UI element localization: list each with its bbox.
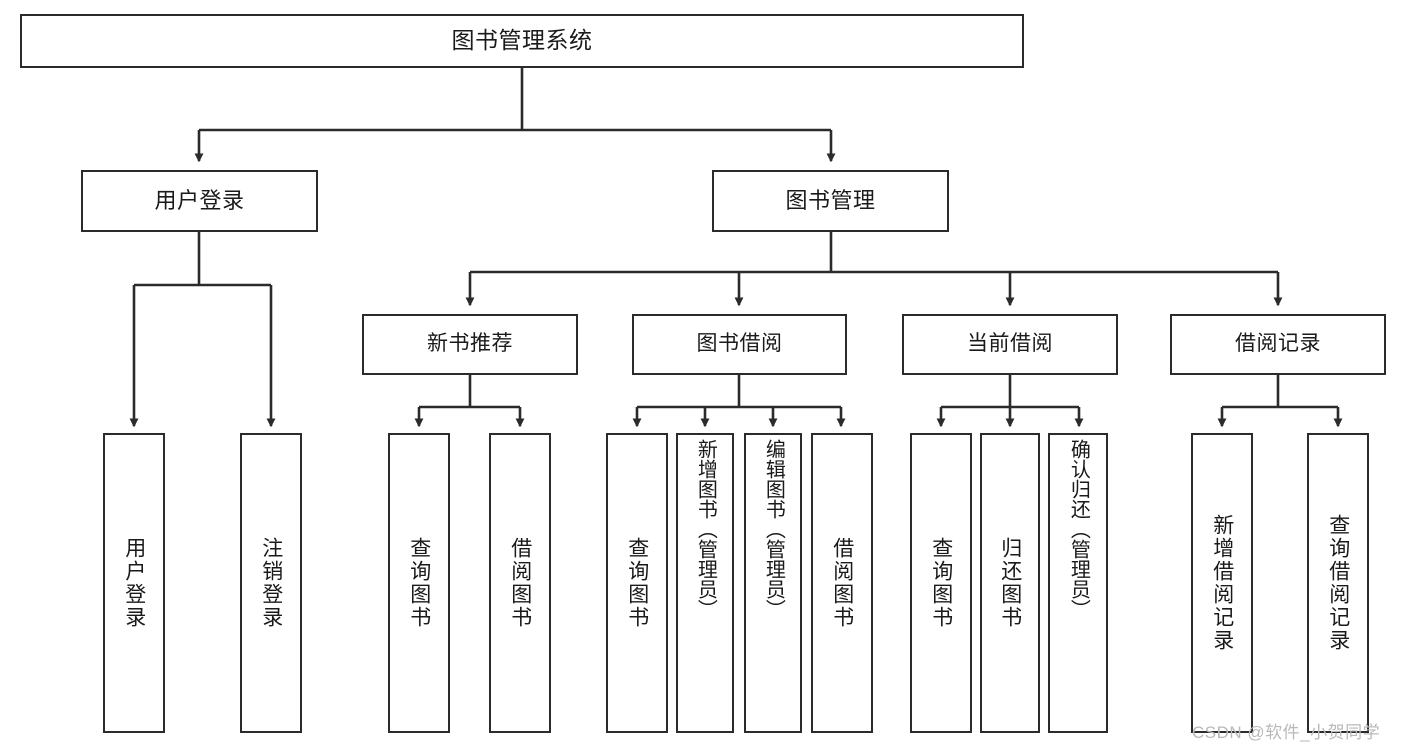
node-label: 新增借阅记录	[1210, 514, 1234, 652]
node-label: 借阅图书	[508, 537, 532, 629]
node-leaf-add-borrow-record[interactable]: 新增借阅记录	[1191, 433, 1253, 733]
node-label: 用户登录	[122, 537, 146, 629]
node-label: 图书管理系统	[451, 27, 593, 54]
node-leaf-borrow-book[interactable]: 借阅图书	[811, 433, 873, 733]
node-user-login[interactable]: 用户登录	[81, 170, 318, 232]
node-new-book-recommend[interactable]: 新书推荐	[362, 314, 578, 375]
node-leaf-query-book-borrow[interactable]: 查询图书	[606, 433, 668, 733]
node-label: 编辑图书（管理员）	[762, 439, 785, 619]
node-leaf-borrow-book-newbook[interactable]: 借阅图书	[489, 433, 551, 733]
node-label: 新书推荐	[427, 332, 513, 356]
node-leaf-query-book-current[interactable]: 查询图书	[910, 433, 972, 733]
node-leaf-edit-book-admin[interactable]: 编辑图书（管理员）	[744, 433, 802, 733]
node-label: 查询借阅记录	[1326, 514, 1350, 652]
node-label: 确认归还（管理员）	[1067, 439, 1090, 619]
node-label: 图书借阅	[696, 332, 783, 356]
node-label: 当前借阅	[967, 332, 1053, 356]
node-leaf-query-borrow-record[interactable]: 查询借阅记录	[1307, 433, 1369, 733]
node-book-management[interactable]: 图书管理	[712, 170, 949, 232]
node-leaf-confirm-return-admin[interactable]: 确认归还（管理员）	[1048, 433, 1108, 733]
node-leaf-query-book-newbook[interactable]: 查询图书	[388, 433, 450, 733]
node-label: 查询图书	[625, 537, 649, 629]
node-leaf-user-login[interactable]: 用户登录	[103, 433, 165, 733]
node-book-borrow[interactable]: 图书借阅	[632, 314, 847, 375]
node-label: 归还图书	[998, 537, 1022, 629]
node-label: 图书管理	[785, 187, 876, 213]
csdn-watermark: CSDN @软件_小贺同学	[1192, 723, 1381, 742]
node-root-book-management-system[interactable]: 图书管理系统	[20, 14, 1024, 68]
node-leaf-logout[interactable]: 注销登录	[240, 433, 302, 733]
node-label: 新增图书（管理员）	[694, 439, 717, 619]
node-leaf-add-book-admin[interactable]: 新增图书（管理员）	[676, 433, 734, 733]
node-label: 注销登录	[259, 537, 283, 629]
node-current-borrow[interactable]: 当前借阅	[902, 314, 1118, 375]
node-label: 查询图书	[407, 537, 431, 629]
node-label: 查询图书	[929, 537, 953, 629]
node-label: 借阅记录	[1235, 332, 1321, 356]
node-label: 借阅图书	[830, 537, 854, 629]
node-label: 用户登录	[154, 187, 245, 213]
node-borrow-record[interactable]: 借阅记录	[1170, 314, 1386, 375]
node-leaf-return-book[interactable]: 归还图书	[980, 433, 1040, 733]
